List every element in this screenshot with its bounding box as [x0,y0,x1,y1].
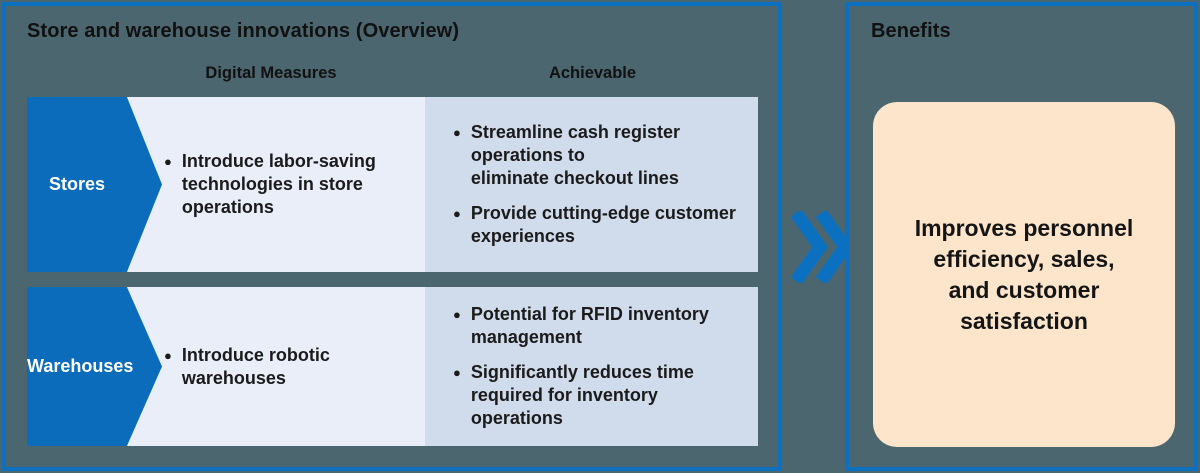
double-chevron-right-icon [791,211,847,283]
benefits-panel-title: Benefits [871,20,951,42]
benefits-panel: Benefits Improves personnel efficiency, … [845,2,1198,471]
bullet-item: ● Introduce labor-saving technologies in… [164,150,413,219]
bullet-dot-icon: ● [164,347,172,363]
bullet-item: ● Potential for RFID inventory managemen… [453,303,750,349]
bullet-text: Significantly reduces time required for … [470,362,694,428]
row-label-warehouses: Warehouses [27,356,134,376]
stores-digital-measures-cell: ● Introduce labor-saving technologies in… [120,97,425,272]
stores-achievable-cell: ● Streamline cash register operations to… [425,97,758,272]
bullet-item: ● Introduce robotic warehouses [164,344,413,390]
row-stores: ● Introduce labor-saving technologies in… [27,97,758,272]
bullet-dot-icon: ● [453,125,461,140]
benefits-box: Improves personnel efficiency, sales, an… [873,102,1175,447]
row-warehouses: ● Introduce robotic warehouses ● Potenti… [27,287,758,446]
bullet-text: Streamline cash register operations to e… [470,122,680,188]
warehouses-digital-measures-cell: ● Introduce robotic warehouses [120,287,425,446]
overview-panel: Store and warehouse innovations (Overvie… [2,2,782,471]
column-header-digital-measures: Digital Measures [205,64,337,82]
bullet-text: Introduce labor-saving technologies in s… [181,151,376,217]
bullet-item: ● Provide cutting-edge customer experien… [453,202,750,248]
bullet-dot-icon: ● [453,365,461,380]
bullet-text: Provide cutting-edge customer experience… [470,203,736,246]
bullet-text: Potential for RFID inventory management [470,304,709,347]
bullet-item: ● Significantly reduces time required fo… [453,361,750,430]
bullet-text: Introduce robotic warehouses [181,344,330,388]
overview-panel-title: Store and warehouse innovations (Overvie… [27,20,460,42]
bullet-dot-icon: ● [453,307,461,322]
bullet-dot-icon: ● [453,206,461,221]
warehouses-achievable-cell: ● Potential for RFID inventory managemen… [425,287,758,446]
row-label-stores: Stores [48,174,106,194]
bullet-dot-icon: ● [164,154,172,169]
bullet-item: ● Streamline cash register operations to… [453,121,750,190]
benefits-text: Improves personnel efficiency, sales, an… [914,214,1134,334]
column-header-achievable: Achievable [548,64,637,82]
